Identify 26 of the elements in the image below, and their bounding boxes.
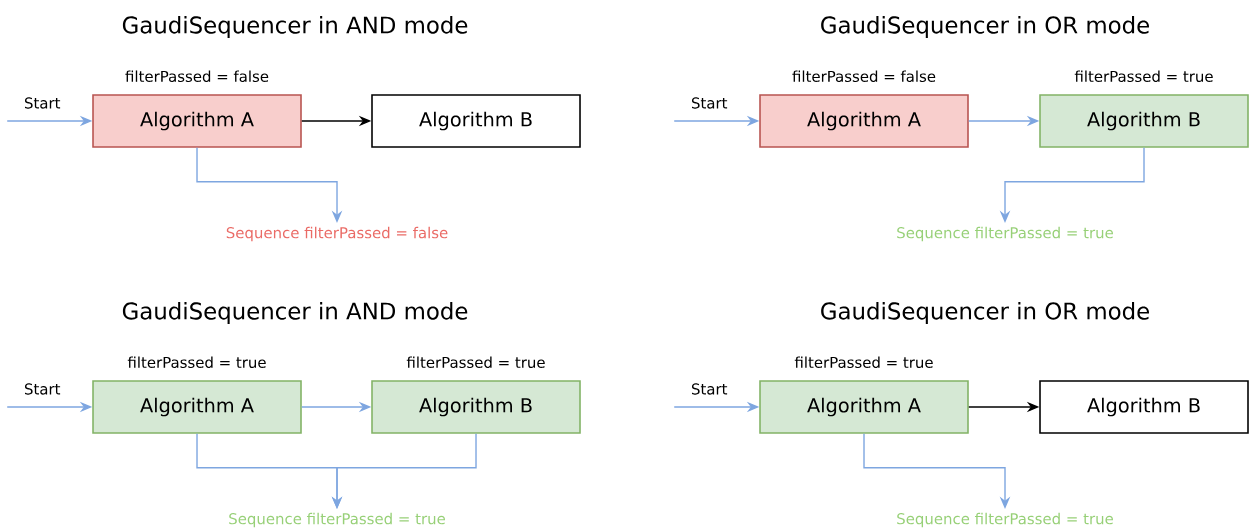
process-box: Algorithm A [759, 380, 969, 434]
result-label: Sequence filterPassed = true [897, 512, 1113, 528]
process-box: Algorithm B [1039, 380, 1249, 434]
panel-title: GaudiSequencer in OR mode [821, 15, 1149, 39]
edge-label: Start [691, 383, 728, 395]
edge-label: Start [24, 97, 61, 109]
panel-title: GaudiSequencer in OR mode [821, 301, 1149, 325]
edge-label: Start [24, 383, 61, 395]
status-label: filterPassed = true [1074, 70, 1213, 82]
process-box: Algorithm A [759, 94, 969, 148]
process-box: Algorithm B [1039, 94, 1249, 148]
status-label: filterPassed = false [792, 70, 936, 82]
status-label: filterPassed = true [406, 356, 545, 368]
process-box: Algorithm B [371, 94, 581, 148]
panel-title: GaudiSequencer in AND mode [122, 15, 468, 39]
result-label: Sequence filterPassed = true [897, 226, 1113, 242]
status-label: filterPassed = true [127, 356, 266, 368]
result-label: Sequence filterPassed = true [229, 512, 445, 528]
process-box: Algorithm A [92, 94, 302, 148]
result-label: Sequence filterPassed = false [226, 226, 448, 242]
process-box: Algorithm A [92, 380, 302, 434]
process-box: Algorithm B [371, 380, 581, 434]
edge-label: Start [691, 97, 728, 109]
panel-title: GaudiSequencer in AND mode [122, 301, 468, 325]
status-label: filterPassed = true [794, 356, 933, 368]
status-label: filterPassed = false [125, 70, 269, 82]
